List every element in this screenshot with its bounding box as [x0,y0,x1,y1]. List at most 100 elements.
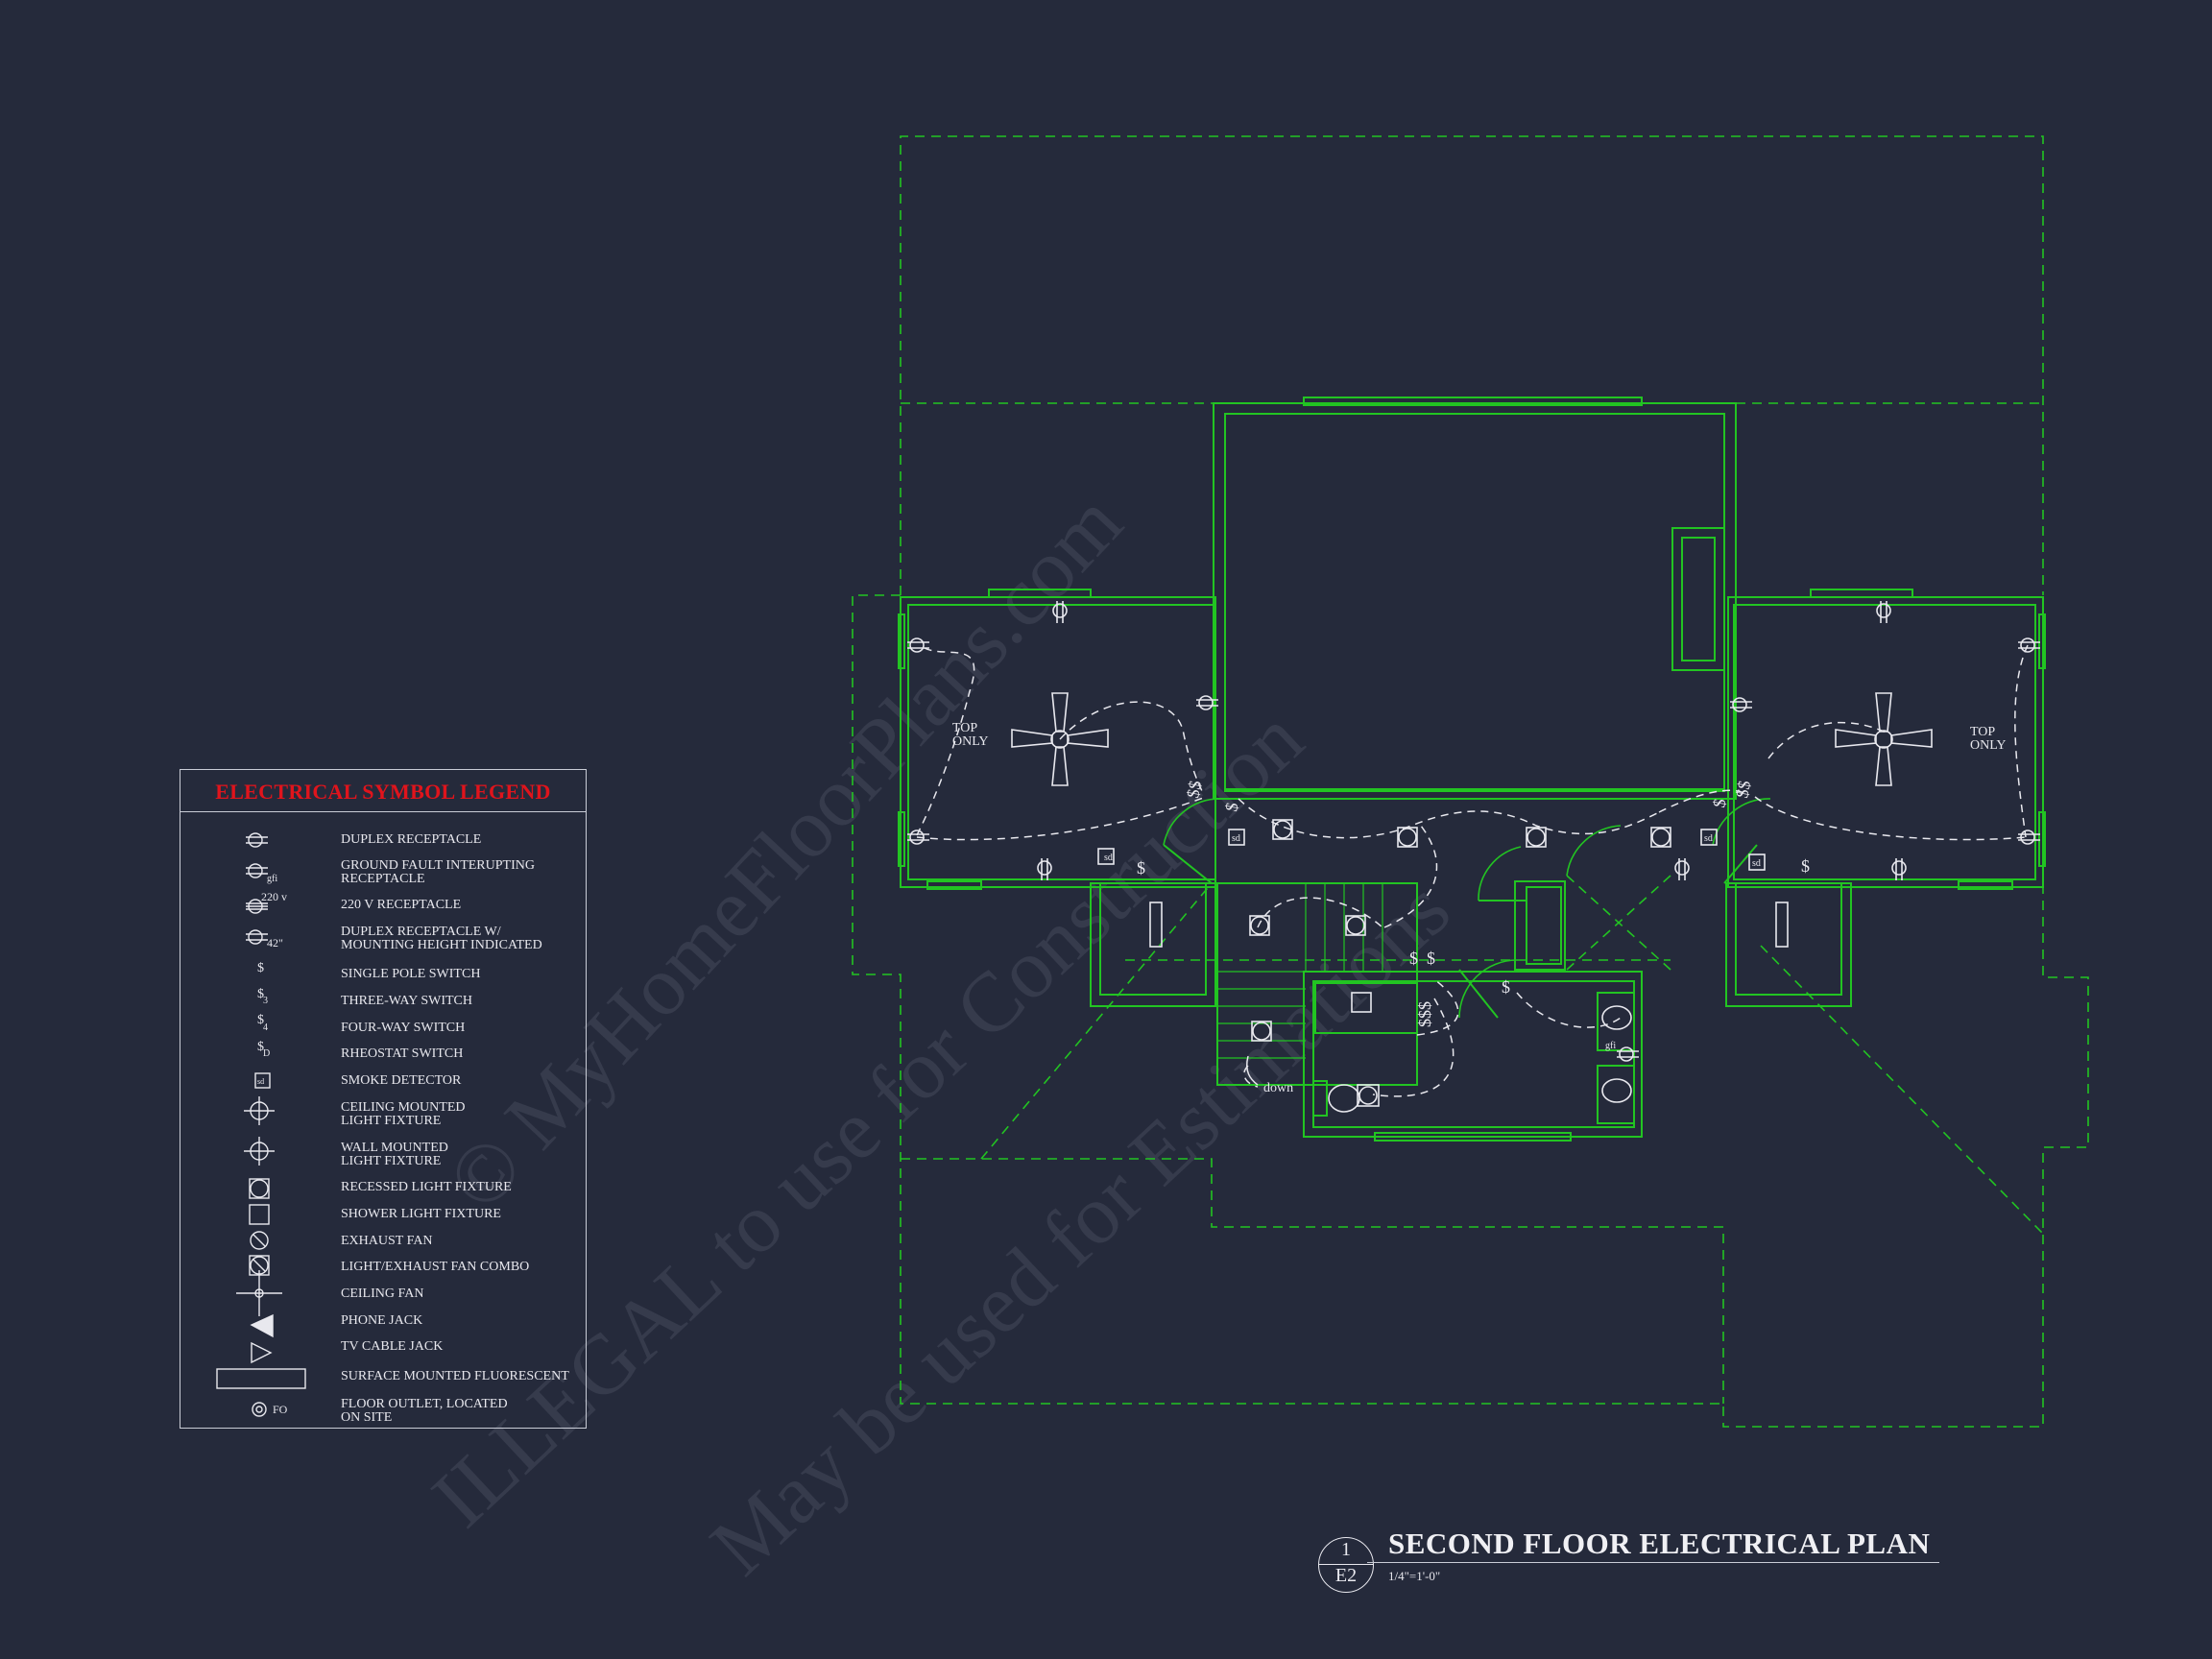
220v-receptacle-icon [246,899,268,914]
legend-label: GROUND FAULT INTERUPTING RECEPTACLE [341,858,535,886]
legend-label: SMOKE DETECTOR [341,1073,462,1088]
legend-label: RHEOSTAT SWITCH [341,1046,464,1061]
legend-sub-d: D [263,1048,270,1059]
legend-sub-gfi: gfi [267,874,277,884]
legend-label: DUPLEX RECEPTACLE W/ MOUNTING HEIGHT IND… [341,925,542,952]
switch-symbol: $ [1409,949,1418,968]
duplex-receptacle-icon [1891,858,1907,880]
switch-symbol: $ [1502,977,1510,997]
svg-text:sd: sd [1232,833,1240,844]
stair-down-label: down [1263,1081,1294,1095]
recessed-light-icon [1249,915,1270,936]
ceiling-fan-icon [1011,692,1109,786]
ceiling-fan-icon [1835,692,1933,786]
switch-symbol: $$ [1183,779,1205,799]
electrical-symbol-legend: ELECTRICAL SYMBOL LEGEND $ $ $ $ [180,769,587,1429]
legend-label: LIGHT/EXHAUST FAN COMBO [341,1260,530,1274]
legend-label: FLOOR OUTLET, LOCATED ON SITE [341,1397,508,1425]
recessed-light-icon [249,1178,270,1199]
electrical-fixtures [907,601,2040,1113]
legend-label: EXHAUST FAN [341,1234,433,1248]
legend-sub-4: 4 [263,1022,268,1033]
ceiling-light-icon [244,1096,275,1125]
smoke-detector-icon [254,1072,271,1089]
switches: $$ $ $ $ $$ $ $ $ $$$ $ [1137,779,1810,1027]
fluorescent-icon [1775,902,1789,948]
legend-sub-3: 3 [263,996,268,1006]
smoke-detector-icon [1228,829,1245,846]
gfi-receptacle-icon [1617,1046,1639,1062]
duplex-receptacle-icon [1876,601,1891,623]
duplex-receptacle-icon [1052,601,1068,623]
smoke-detector-icon [1097,848,1115,865]
fluorescent-icon [1149,902,1163,948]
duplex-receptacle-icon [1037,858,1052,880]
switch-symbol: $ [1427,949,1435,968]
switch-symbol: $$ [1732,779,1754,799]
legend-label: WALL MOUNTED LIGHT FIXTURE [341,1141,448,1168]
top-only-label-left: TOP ONLY [952,721,989,749]
roof-outline [852,135,2089,1428]
legend-sub-fo: FO [273,1403,288,1416]
title-underline [1367,1562,1939,1563]
exhaust-fan-icon [250,1231,269,1250]
detail-number: 1 [1341,1539,1351,1560]
duplex-receptacle-icon [1674,858,1690,880]
svg-text:$: $ [257,1040,264,1054]
svg-text:$: $ [257,987,264,1001]
legend-sub-height: 42" [267,936,283,950]
light-fan-combo-icon [1357,1084,1380,1107]
legend-title: ELECTRICAL SYMBOL LEGEND [215,780,551,804]
smoke-detector-icon [1748,854,1766,871]
legend-label: THREE-WAY SWITCH [341,994,473,1008]
legend-symbols: $ $ $ $ gfi 220 v 42" 3 4 D sd FO [216,832,306,1417]
circuit-wiring [916,644,2029,1097]
switch-symbol: $ [1801,856,1810,876]
legend-divider [180,811,586,812]
svg-text:sd: sd [1704,833,1713,844]
svg-text:$: $ [257,961,264,975]
legend-label: PHONE JACK [341,1313,423,1328]
legend-label: SURFACE MOUNTED FLUORESCENT [341,1369,569,1383]
tv-cable-jack-icon [251,1341,273,1364]
detail-bubble [1318,1537,1374,1593]
drawing-scale: 1/4"=1'-0" [1388,1569,1441,1583]
legend-sub-220v: 220 v [261,890,287,903]
svg-text:gfi: gfi [1605,1041,1616,1051]
legend-label: RECESSED LIGHT FIXTURE [341,1180,512,1194]
duplex-receptacle-icon [907,637,929,653]
duplex-receptacle-icon [907,830,929,845]
phone-jack-icon [250,1313,274,1338]
switch-symbol: $$$ [1415,1001,1434,1027]
duplex-receptacle-icon [1730,697,1752,712]
legend-label: SINGLE POLE SWITCH [341,967,481,981]
wall-light-icon [244,1137,275,1166]
legend-label: TV CABLE JACK [341,1339,444,1354]
height-receptacle-icon [246,929,268,945]
switch-symbol: $ [1137,858,1145,878]
legend-label: SHOWER LIGHT FIXTURE [341,1207,501,1221]
shower-light-icon [1351,992,1372,1013]
recessed-light-icon [1397,827,1418,848]
switch-symbol: $ [1709,797,1729,808]
legend-label: CEILING FAN [341,1286,424,1301]
recessed-light-icon [1345,915,1366,936]
duplex-receptacle-icon [1196,695,1218,710]
switch-symbol: $ [1221,801,1241,812]
duplex-receptacle-icon [2018,830,2040,845]
floor-outlet-icon [252,1402,267,1417]
shower-light-icon [249,1204,270,1225]
smoke-detector-icon [1700,829,1718,846]
recessed-light-icon [1251,1021,1272,1042]
ceiling-fan-icon [236,1270,282,1316]
legend-label: CEILING MOUNTED LIGHT FIXTURE [341,1100,466,1128]
stair-direction-arrow [1246,1055,1259,1086]
fluorescent-icon [216,1368,306,1389]
duplex-receptacle-icon [246,832,268,848]
gfi-receptacle-icon [246,863,268,878]
recessed-light-icon [1650,827,1671,848]
recessed-light-icon [1526,827,1547,848]
svg-text:sd: sd [1104,853,1113,863]
walls [898,397,2046,1142]
